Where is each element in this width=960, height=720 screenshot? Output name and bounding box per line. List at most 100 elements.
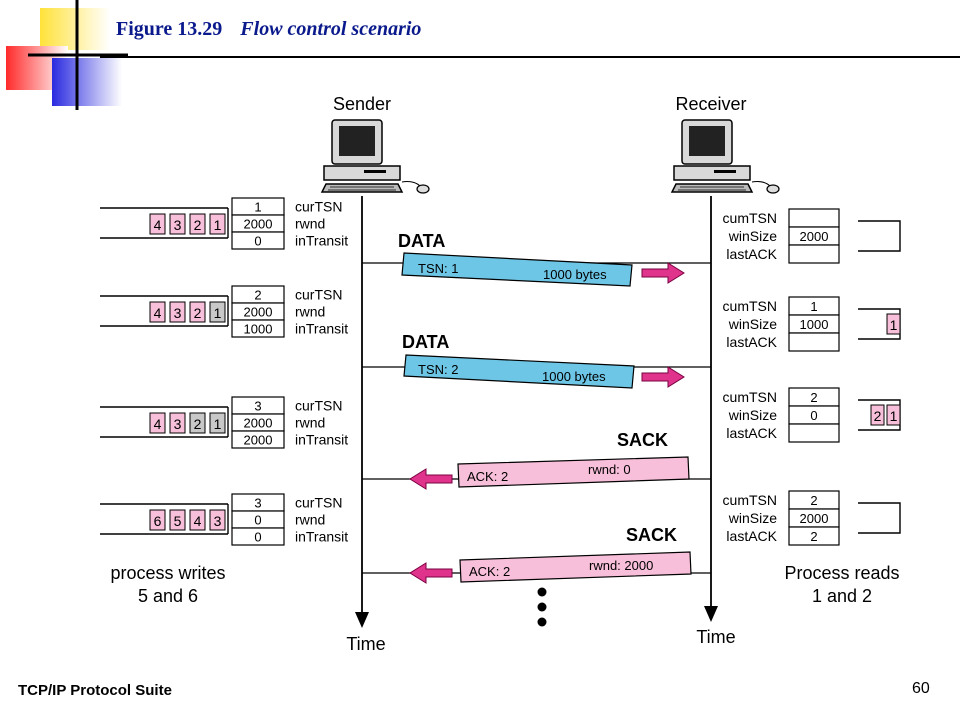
state-value: 2000 [244, 217, 273, 232]
buffer-chunk [209, 301, 226, 323]
packet-left-text: TSN: 2 [418, 362, 458, 377]
data-message: DATA TSN: 2 1000 bytes [362, 332, 711, 389]
corner-logo-icon [6, 0, 128, 110]
packet [459, 551, 692, 583]
receive-buffer [858, 220, 901, 252]
page-number: 60 [912, 680, 930, 697]
state-field-label: rwnd [295, 512, 325, 528]
buffer-chunk [169, 301, 186, 323]
state-field-label: cumTSN [723, 492, 777, 508]
buffer-chunk-label: 1 [890, 408, 898, 424]
buffer-chunk [209, 509, 226, 531]
state-field-label: curTSN [295, 398, 342, 414]
receiver-note-line2: 1 and 2 [812, 586, 872, 606]
packet [457, 456, 690, 488]
state-value: 3 [254, 399, 261, 414]
buffer-chunk [149, 301, 166, 323]
state-cell [231, 319, 285, 338]
packet [403, 354, 635, 389]
receiver-label: Receiver [675, 94, 746, 114]
state-cell [231, 527, 285, 546]
footer-suite: TCP/IP Protocol Suite [18, 682, 172, 699]
message-type-label: SACK [617, 430, 668, 450]
state-value: 2000 [244, 433, 273, 448]
packet-left-text: TSN: 1 [418, 261, 458, 276]
buffer-chunk [189, 509, 206, 531]
buffer-chunk-label: 1 [214, 305, 222, 321]
buffer-chunk-label: 3 [174, 217, 182, 233]
buffer-chunk-label: 1 [890, 317, 898, 333]
buffer-chunk-label: 2 [194, 416, 202, 432]
state-field-label: rwnd [295, 216, 325, 232]
state-value: 0 [254, 513, 261, 528]
packet-right-text: rwnd: 0 [588, 462, 631, 477]
receiver-states: cumTSN winSize 2000 lastACK cumTSN 1 winSize 10… [723, 208, 901, 546]
state-field-label: cumTSN [723, 389, 777, 405]
buffer-chunk [886, 404, 901, 426]
buffer-chunk-label: 5 [174, 513, 182, 529]
sender-note-line1: process writes [110, 563, 225, 583]
buffer-chunk [189, 412, 206, 434]
buffer-chunk [209, 213, 226, 235]
buffer-chunk-label: 4 [154, 305, 162, 321]
buffer-chunk-label: 2 [194, 217, 202, 233]
packet-right-text: 1000 bytes [542, 369, 606, 384]
buffer-chunk-label: 4 [194, 513, 202, 529]
state-field-label: winSize [728, 316, 777, 332]
buffer-chunk-label: 1 [214, 217, 222, 233]
state-field-label: cumTSN [723, 298, 777, 314]
state-value: 2000 [800, 511, 829, 526]
continuation-dot [537, 587, 547, 597]
buffer-chunk [169, 213, 186, 235]
state-field-label: rwnd [295, 304, 325, 320]
state-field-label: lastACK [726, 425, 777, 441]
state-cell [788, 244, 840, 264]
sender-computer-icon [321, 119, 430, 194]
buffer-chunk [870, 404, 885, 426]
state-value: 2 [810, 390, 817, 405]
receive-buffer [858, 502, 901, 534]
receiver-note-line1: Process reads [784, 563, 899, 583]
buffer-chunk-label: 6 [154, 513, 162, 529]
sender-timeline-arrowhead [355, 612, 369, 628]
continuation-dot [537, 602, 547, 612]
packet-left-text: ACK: 2 [469, 564, 510, 579]
state-field-label: winSize [728, 228, 777, 244]
message-type-label: DATA [402, 332, 449, 352]
state-field-label: curTSN [295, 287, 342, 303]
state-value: 3 [254, 496, 261, 511]
title-rule [100, 56, 960, 58]
buffer-chunk [149, 412, 166, 434]
state-field-label: winSize [728, 407, 777, 423]
packet-right-text: rwnd: 2000 [589, 558, 653, 573]
state-value: 0 [254, 530, 261, 545]
buffer-chunk [189, 301, 206, 323]
buffer-chunk [169, 412, 186, 434]
state-field-label: lastACK [726, 246, 777, 262]
buffer-chunk [169, 509, 186, 531]
direction-arrow-icon [641, 366, 685, 388]
state-cell [231, 231, 285, 250]
buffer-chunk-label: 3 [214, 513, 222, 529]
buffer-chunk [149, 213, 166, 235]
buffer-chunk [189, 213, 206, 235]
state-value: 2000 [800, 229, 829, 244]
buffer-chunk [149, 509, 166, 531]
figure-caption: Flow control scenario [240, 18, 422, 40]
state-field-label: rwnd [295, 415, 325, 431]
state-value: 2 [254, 288, 261, 303]
state-value: 1000 [800, 317, 829, 332]
state-field-label: winSize [728, 510, 777, 526]
message-type-label: DATA [398, 231, 445, 251]
state-field-label: lastACK [726, 528, 777, 544]
